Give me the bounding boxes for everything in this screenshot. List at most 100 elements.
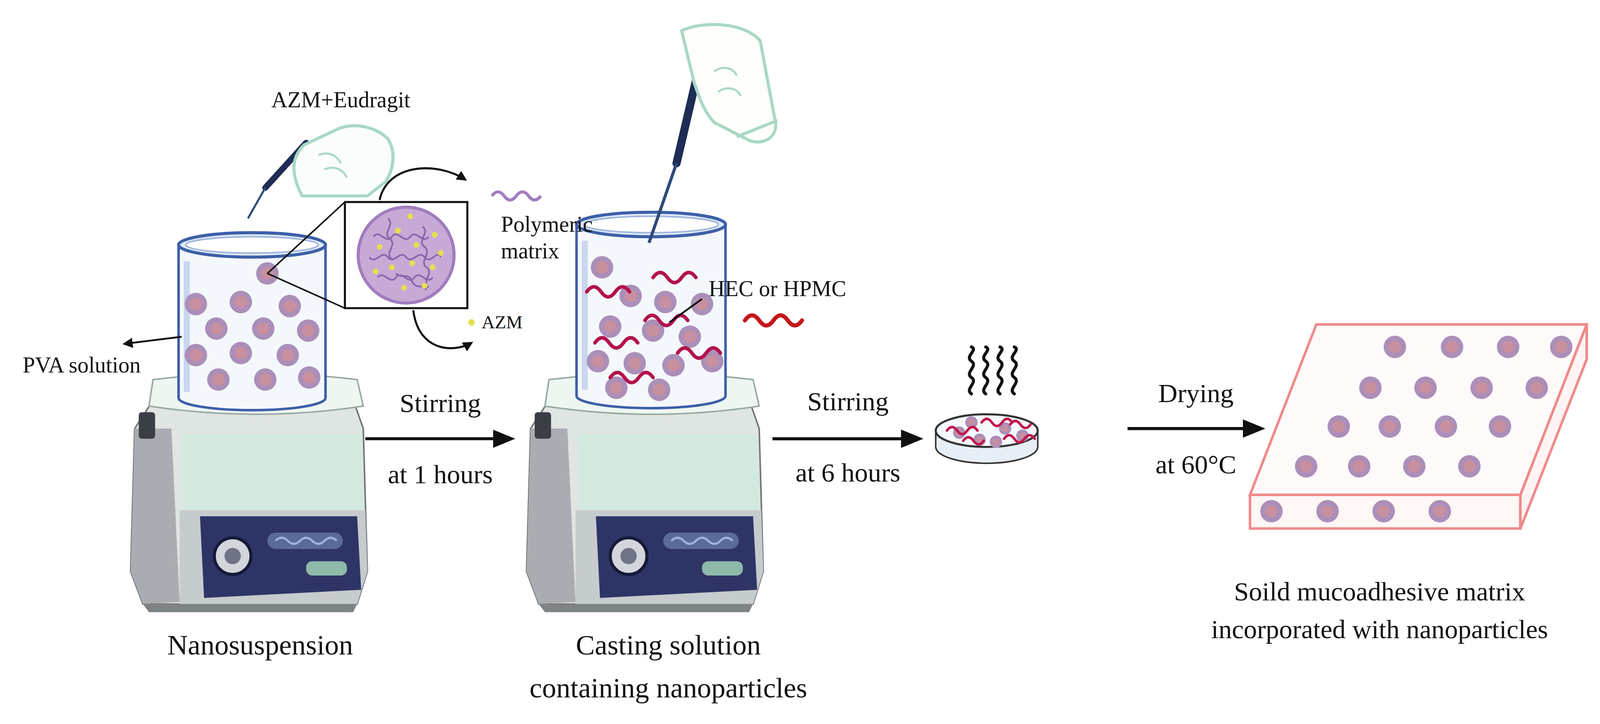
nanoparticle bbox=[1260, 500, 1283, 523]
zoom-line bbox=[267, 202, 346, 274]
nanoparticle bbox=[1372, 500, 1395, 523]
drug-dot bbox=[376, 244, 383, 250]
polymer-chain bbox=[981, 418, 1013, 427]
nanoparticle bbox=[205, 317, 228, 340]
glove bbox=[681, 24, 776, 143]
nanoparticle bbox=[1359, 376, 1382, 399]
glove-finger bbox=[324, 167, 347, 178]
glove bbox=[293, 125, 394, 196]
stirrer-body bbox=[130, 387, 368, 604]
annotation-label: AZM bbox=[481, 311, 523, 334]
callout-arrow bbox=[379, 168, 466, 200]
glove-cuff bbox=[736, 120, 778, 137]
polymer-chains bbox=[369, 218, 441, 290]
nanoparticle bbox=[254, 368, 277, 391]
polymer-chains bbox=[586, 272, 721, 383]
nanoparticle bbox=[1496, 335, 1520, 358]
nanoparticle bbox=[1383, 335, 1407, 358]
pipette-tip bbox=[648, 163, 677, 243]
drug-dot bbox=[409, 260, 416, 267]
stirrer-lower bbox=[179, 510, 367, 605]
slab-side bbox=[1520, 324, 1588, 529]
stirrer-band bbox=[181, 433, 365, 510]
nanoparticle bbox=[251, 317, 275, 340]
drug-dot bbox=[372, 268, 379, 275]
label-holder: PVA solution bbox=[22, 352, 142, 379]
nanoparticle bbox=[623, 351, 646, 375]
stirrer-knob bbox=[214, 537, 252, 575]
glove-finger bbox=[714, 67, 737, 76]
steam-line bbox=[969, 346, 974, 394]
nanoparticle bbox=[1458, 454, 1481, 478]
stirrer-foot bbox=[142, 604, 358, 613]
label-holder: HEC or HPMC bbox=[708, 275, 847, 302]
drug-dot bbox=[421, 282, 428, 289]
stirrer-side bbox=[130, 428, 180, 605]
leader-arrow bbox=[124, 336, 182, 345]
steam bbox=[969, 346, 1017, 394]
stage-panel: Nanosuspension bbox=[154, 209, 366, 662]
label-holder: Polymeric matrix bbox=[500, 211, 512, 265]
drug-dot bbox=[437, 250, 444, 256]
annotation-label: PVA solution bbox=[22, 352, 142, 379]
nanoparticle bbox=[229, 290, 252, 314]
drug-dot bbox=[388, 264, 395, 270]
polymer-chain bbox=[653, 272, 697, 283]
annotation-label: HEC or HPMC bbox=[708, 275, 847, 302]
drug-dot bbox=[395, 227, 401, 234]
gloved-hand bbox=[648, 24, 778, 243]
polymer-chain bbox=[610, 372, 654, 383]
process-arrow bbox=[772, 437, 919, 441]
steam-line bbox=[983, 346, 988, 394]
stirrer-display bbox=[267, 532, 343, 549]
drug-dot bbox=[407, 213, 413, 219]
stirrer-display-wave bbox=[275, 537, 337, 544]
nanoparticle-zoom bbox=[358, 207, 455, 304]
beaker-rim bbox=[178, 232, 326, 258]
stirrer-button bbox=[306, 561, 347, 576]
pipette-tip bbox=[248, 187, 266, 219]
petri-dish bbox=[935, 414, 1038, 464]
nanoparticle bbox=[1550, 335, 1573, 358]
stage-caption: Casting solution containing nanoparticle… bbox=[529, 623, 808, 710]
nanoparticle bbox=[297, 366, 321, 389]
stirrer-knob-center bbox=[224, 548, 241, 565]
stage-caption: Nanosuspension bbox=[166, 627, 354, 663]
polymer-chain bbox=[594, 337, 638, 349]
nanoparticle bbox=[648, 378, 671, 401]
nanoparticle bbox=[276, 343, 299, 367]
beaker bbox=[178, 232, 326, 411]
nanoparticle bbox=[654, 290, 677, 314]
polymer-chain bbox=[369, 254, 441, 260]
nanoparticle bbox=[207, 368, 230, 391]
nanoparticle bbox=[1403, 454, 1426, 478]
stirrer-panel bbox=[200, 516, 362, 598]
beaker-highlight bbox=[581, 240, 588, 390]
stage-panel: Soild mucoadhesive matrix incorporated w… bbox=[1204, 311, 1556, 649]
beaker-opening bbox=[583, 216, 719, 233]
nanoparticle bbox=[229, 341, 252, 364]
process-arrow bbox=[365, 437, 511, 441]
annotation-label: Drying at 60°C bbox=[1155, 357, 1237, 500]
zoom-line bbox=[267, 273, 346, 309]
nanoparticle bbox=[662, 354, 685, 377]
polymer-chain bbox=[946, 427, 978, 435]
slab-front bbox=[1250, 494, 1521, 529]
label-holder: Stirring at 6 hours bbox=[795, 365, 901, 509]
drug-dot bbox=[431, 231, 438, 238]
polymer-chain bbox=[421, 226, 430, 288]
nanoparticle bbox=[1414, 376, 1437, 399]
leader-line bbox=[669, 299, 703, 323]
polymer-chain bbox=[586, 286, 630, 297]
polymer-chain bbox=[387, 218, 393, 260]
annotation-label: AZM+Eudragit bbox=[271, 87, 411, 113]
nanoparticle bbox=[599, 315, 622, 338]
nanoparticle bbox=[590, 256, 614, 279]
nanoparticle bbox=[1470, 376, 1493, 399]
annotation-label: Polymeric matrix bbox=[500, 211, 512, 265]
drug-dot bbox=[413, 242, 419, 248]
callout-arrow bbox=[413, 310, 472, 349]
beaker-wall bbox=[178, 245, 326, 411]
nanoparticle bbox=[586, 350, 610, 373]
nanoparticle bbox=[1428, 500, 1452, 523]
